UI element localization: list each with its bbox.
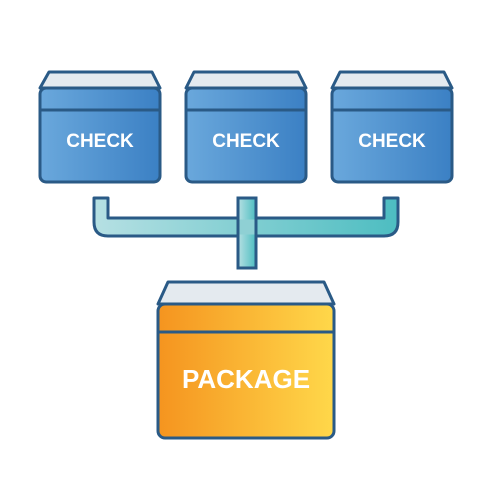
check-box-1: CHECK xyxy=(38,70,162,184)
check-box-3-label: CHECK xyxy=(358,131,426,152)
check-box-3: CHECK xyxy=(330,70,454,184)
check-box-1-label: CHECK xyxy=(66,131,134,152)
package-box-label: PACKAGE xyxy=(182,364,310,394)
connector-horizontal-bar xyxy=(92,196,400,238)
merge-connector xyxy=(92,196,400,270)
package-box: PACKAGE xyxy=(156,280,336,440)
package-box-body xyxy=(156,302,336,440)
check-box-1-lid xyxy=(38,70,162,90)
package-box-lid xyxy=(156,280,336,306)
check-box-2-lid xyxy=(184,70,308,90)
check-box-3-lid xyxy=(330,70,454,90)
check-box-2: CHECK xyxy=(184,70,308,184)
check-box-2-label: CHECK xyxy=(212,131,280,152)
